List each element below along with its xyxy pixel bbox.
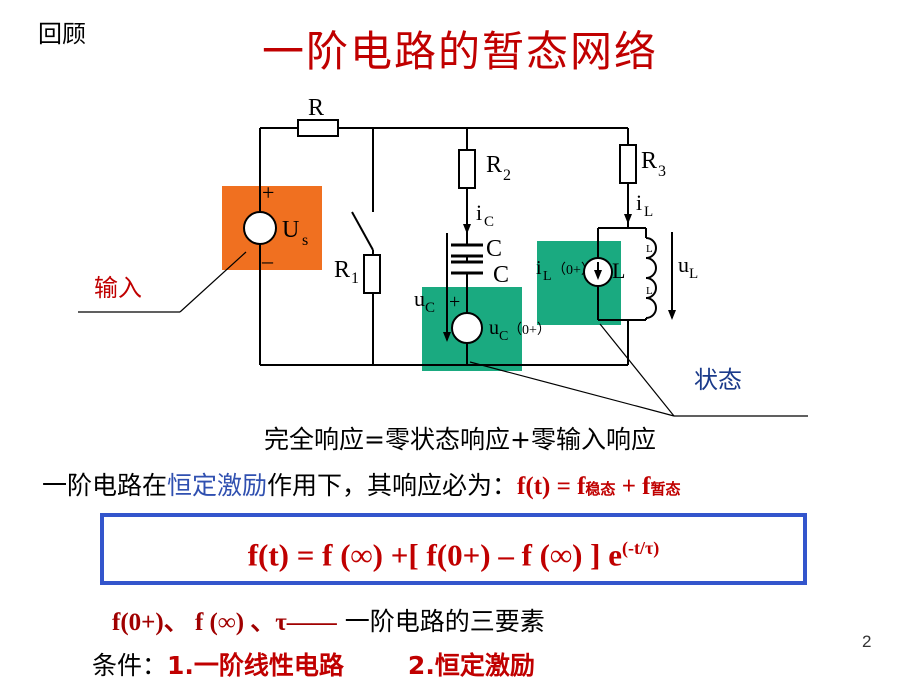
il0-arrowhead — [594, 270, 602, 280]
circuit-diagram: R R 1 R 2 R 3 + – U s i C C C u C + u C … — [78, 95, 808, 417]
conditions-label: 条件： — [92, 651, 168, 680]
label-il: i — [636, 190, 642, 215]
label-c-top: C — [486, 236, 502, 262]
conditions-line: 条件：1.一阶线性电路 2.恒定激励 — [92, 646, 535, 682]
statement-highlight: 恒定激励 — [167, 471, 268, 500]
page-number: 2 — [862, 632, 872, 651]
voltage-source-symbol — [243, 211, 277, 245]
label-il0: i — [536, 257, 542, 279]
label-ic-sub: C — [484, 214, 494, 230]
switch-blade — [351, 211, 374, 251]
ic-arrowhead — [463, 224, 471, 234]
input-label: 输入 — [94, 274, 142, 302]
inductor-coil — [645, 237, 657, 319]
label-r3-sub: 3 — [658, 163, 666, 180]
label-r1: R — [334, 257, 350, 283]
main-formula-box: f(t) = f (∞) +[ f(0+) – f (∞) ] e(-t/τ) — [100, 513, 807, 585]
ul-arrowhead — [668, 310, 676, 320]
condition-2: 2.恒定激励 — [407, 651, 535, 680]
label-us: U — [282, 217, 299, 243]
state-pointer-line-1 — [469, 361, 675, 417]
label-il0-sub: L — [543, 269, 552, 284]
label-us-sub: s — [302, 232, 308, 249]
review-label: 回顾 — [38, 21, 86, 48]
cap-source-plus: + — [449, 291, 460, 313]
label-l-small-2: L — [646, 285, 653, 297]
label-c-bottom: C — [493, 262, 509, 288]
statement-part2: 作用下，其响应必为： — [267, 471, 518, 500]
resistor-r1 — [363, 254, 381, 294]
label-l: L — [612, 258, 625, 283]
state-pointer-line-2 — [599, 323, 675, 417]
label-r3: R — [641, 148, 657, 174]
il-arrowhead — [624, 214, 632, 224]
label-r: R — [308, 95, 324, 121]
label-ul: u — [678, 252, 689, 277]
state-label: 状态 — [694, 366, 742, 394]
complete-response-line: 完全响应=零状态响应+零输入响应 — [264, 425, 656, 454]
three-elements-text: 一阶电路的三要素 — [336, 607, 545, 636]
condition-1: 1.一阶线性电路 — [167, 651, 344, 680]
label-ul-sub: L — [689, 266, 698, 282]
label-il0-suffix: （0+） — [552, 262, 595, 278]
uc-arrowhead — [443, 332, 451, 342]
label-il-sub: L — [644, 204, 653, 220]
label-r1-sub: 1 — [351, 270, 359, 287]
source-plus: + — [262, 180, 274, 205]
label-r2: R — [486, 152, 502, 178]
three-elements-line: f(0+)、 f (∞) 、τ—— 一阶电路的三要素 — [112, 602, 545, 638]
three-elements-symbols: f(0+)、 f (∞) 、τ—— — [112, 609, 337, 636]
transient-subscript: 暂态 — [650, 480, 681, 498]
label-uc0-sub: C — [499, 329, 508, 344]
capacitor-voltage-source — [451, 312, 483, 344]
resistor-r — [297, 119, 339, 137]
slide-title: 一阶电路的暂态网络 — [261, 27, 658, 76]
steady-subscript: 稳态 — [585, 480, 616, 498]
label-r2-sub: 2 — [503, 167, 511, 184]
source-minus: – — [261, 248, 274, 273]
label-l-small-1: L — [646, 243, 653, 255]
resistor-r3 — [619, 144, 637, 184]
label-uc0-suffix: （0+） — [508, 322, 551, 338]
statement-part1: 一阶电路在 — [42, 471, 168, 500]
label-uc-sub: C — [425, 300, 435, 316]
steady-formula-b: + f — [615, 473, 651, 500]
steady-formula-a: f(t) = f — [517, 473, 586, 500]
label-ic: i — [476, 200, 482, 225]
label-uc: u — [414, 286, 425, 311]
input-pointer-line — [179, 251, 247, 313]
label-uc0: u — [489, 317, 499, 339]
response-statement: 一阶电路在恒定激励作用下，其响应必为：f(t) = f稳态 + f暂态 — [42, 466, 681, 502]
main-formula: f(t) = f (∞) +[ f(0+) – f (∞) ] e — [247, 537, 623, 573]
main-formula-exponent: (-t/τ) — [622, 538, 660, 558]
resistor-r2 — [458, 149, 476, 189]
